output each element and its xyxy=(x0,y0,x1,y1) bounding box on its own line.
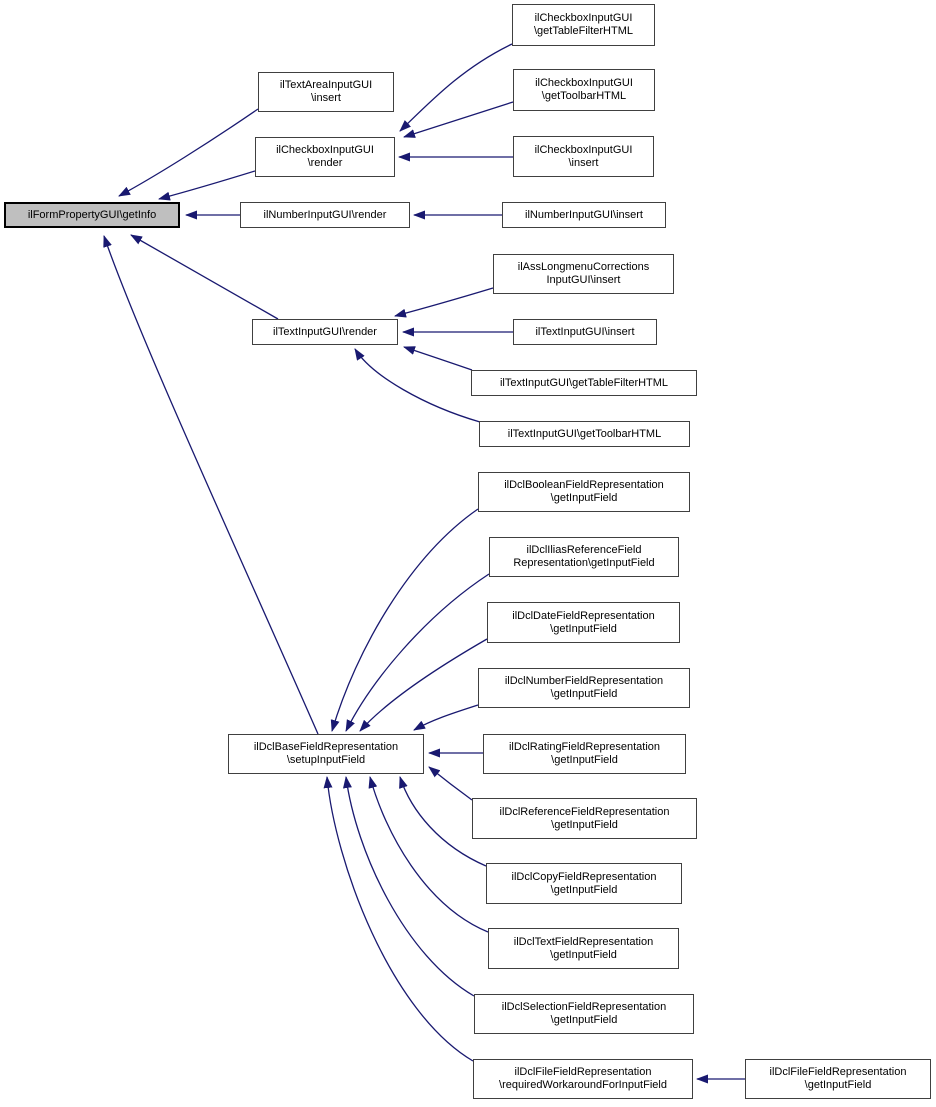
node-dcl-reference-get-input-field[interactable]: ilDclReferenceFieldRepresentation \getIn… xyxy=(472,798,697,839)
edge-filereq-to-setup xyxy=(323,776,474,1062)
edge-checkbox-render-to-getinfo xyxy=(158,170,256,201)
node-checkbox-insert[interactable]: ilCheckboxInputGUI \insert xyxy=(513,136,654,177)
node-number-insert[interactable]: ilNumberInputGUI\insert xyxy=(502,202,666,228)
edge-textarea-insert-to-getinfo xyxy=(118,108,259,197)
edge-iliasref-to-setup xyxy=(345,573,490,732)
edge-text-toolbar-to-text-render xyxy=(354,348,481,423)
node-number-render[interactable]: ilNumberInputGUI\render xyxy=(240,202,410,228)
node-dcl-ilias-reference-get-input-field[interactable]: ilDclIliasReferenceField Representation\… xyxy=(489,537,679,577)
node-text-input-get-table-filter-html[interactable]: ilTextInputGUI\getTableFilterHTML xyxy=(471,370,697,396)
node-base-field-setup-input-field[interactable]: ilDclBaseFieldRepresentation \setupInput… xyxy=(228,734,424,774)
node-form-property-get-info: ilFormPropertyGUI\getInfo xyxy=(4,202,180,228)
edge-text-tablefilter-to-text-render xyxy=(403,346,473,371)
node-dcl-text-get-input-field[interactable]: ilDclTextFieldRepresentation \getInputFi… xyxy=(488,928,679,969)
edge-text-field-to-setup xyxy=(368,776,489,933)
node-ass-longmenu-corrections-insert[interactable]: ilAssLongmenuCorrections InputGUI\insert xyxy=(493,254,674,294)
node-dcl-copy-get-input-field[interactable]: ilDclCopyFieldRepresentation \getInputFi… xyxy=(486,863,682,904)
edge-selection-to-setup xyxy=(342,776,475,997)
node-dcl-selection-get-input-field[interactable]: ilDclSelectionFieldRepresentation \getIn… xyxy=(474,994,694,1034)
edge-cbx-tablefilter-to-cbx-render xyxy=(399,43,513,132)
node-dcl-rating-get-input-field[interactable]: ilDclRatingFieldRepresentation \getInput… xyxy=(483,734,686,774)
node-text-input-render[interactable]: ilTextInputGUI\render xyxy=(252,319,398,345)
edge-boolean-to-setup xyxy=(330,508,479,732)
node-dcl-boolean-get-input-field[interactable]: ilDclBooleanFieldRepresentation \getInpu… xyxy=(478,472,690,512)
edge-copy-to-setup xyxy=(399,776,487,867)
edge-date-to-setup xyxy=(359,638,488,732)
edge-setup-to-getinfo xyxy=(103,235,319,735)
node-text-input-get-toolbar-html[interactable]: ilTextInputGUI\getToolbarHTML xyxy=(479,421,690,447)
node-text-input-insert[interactable]: ilTextInputGUI\insert xyxy=(513,319,657,345)
edge-number-field-to-setup xyxy=(413,704,479,731)
edge-textinput-render-to-getinfo xyxy=(130,234,279,320)
node-checkbox-get-table-filter-html[interactable]: ilCheckboxInputGUI \getTableFilterHTML xyxy=(512,4,655,46)
edge-reference-to-setup xyxy=(428,766,473,801)
node-dcl-date-get-input-field[interactable]: ilDclDateFieldRepresentation \getInputFi… xyxy=(487,602,680,643)
edge-asslongmenu-to-text-render xyxy=(394,287,494,318)
node-checkbox-get-toolbar-html[interactable]: ilCheckboxInputGUI \getToolbarHTML xyxy=(513,69,655,111)
node-text-area-insert[interactable]: ilTextAreaInputGUI \insert xyxy=(258,72,394,112)
node-dcl-file-get-input-field[interactable]: ilDclFileFieldRepresentation \getInputFi… xyxy=(745,1059,931,1099)
node-dcl-file-required-workaround[interactable]: ilDclFileFieldRepresentation \requiredWo… xyxy=(473,1059,693,1099)
node-checkbox-render[interactable]: ilCheckboxInputGUI \render xyxy=(255,137,395,177)
edge-cbx-toolbar-to-cbx-render xyxy=(403,101,514,138)
node-dcl-number-get-input-field[interactable]: ilDclNumberFieldRepresentation \getInput… xyxy=(478,668,690,708)
